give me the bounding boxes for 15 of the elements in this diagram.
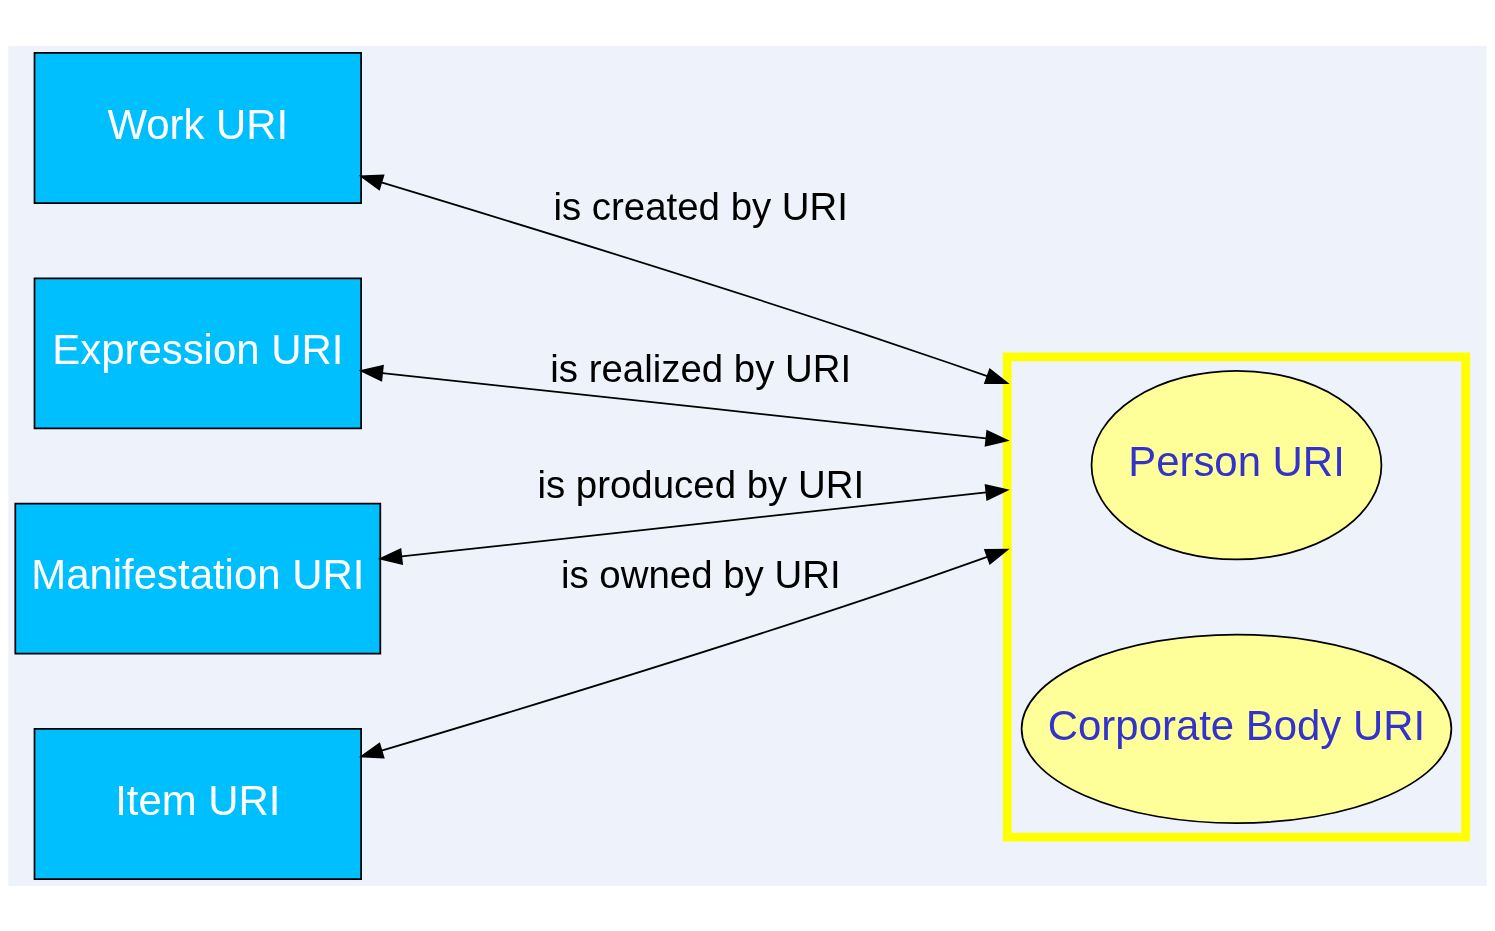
cluster [1002,352,1471,841]
arrow [377,483,1010,565]
arrow [358,548,1010,759]
arrow [358,173,1010,384]
arrow [358,364,1010,447]
edge-label: is produced by URI [537,462,865,506]
edge-label: is owned by URI [560,552,841,596]
edge-label: is created by URI [553,184,849,228]
node-ellipse: Corporate Body URI [1020,633,1453,824]
node-box: Work URI [33,51,362,204]
node-box: Expression URI [33,276,362,429]
edge-label: is realized by URI [550,346,852,390]
node-box: Manifestation URI [14,502,382,655]
node-box: Item URI [33,727,362,880]
node-ellipse: Person URI [1090,369,1383,560]
